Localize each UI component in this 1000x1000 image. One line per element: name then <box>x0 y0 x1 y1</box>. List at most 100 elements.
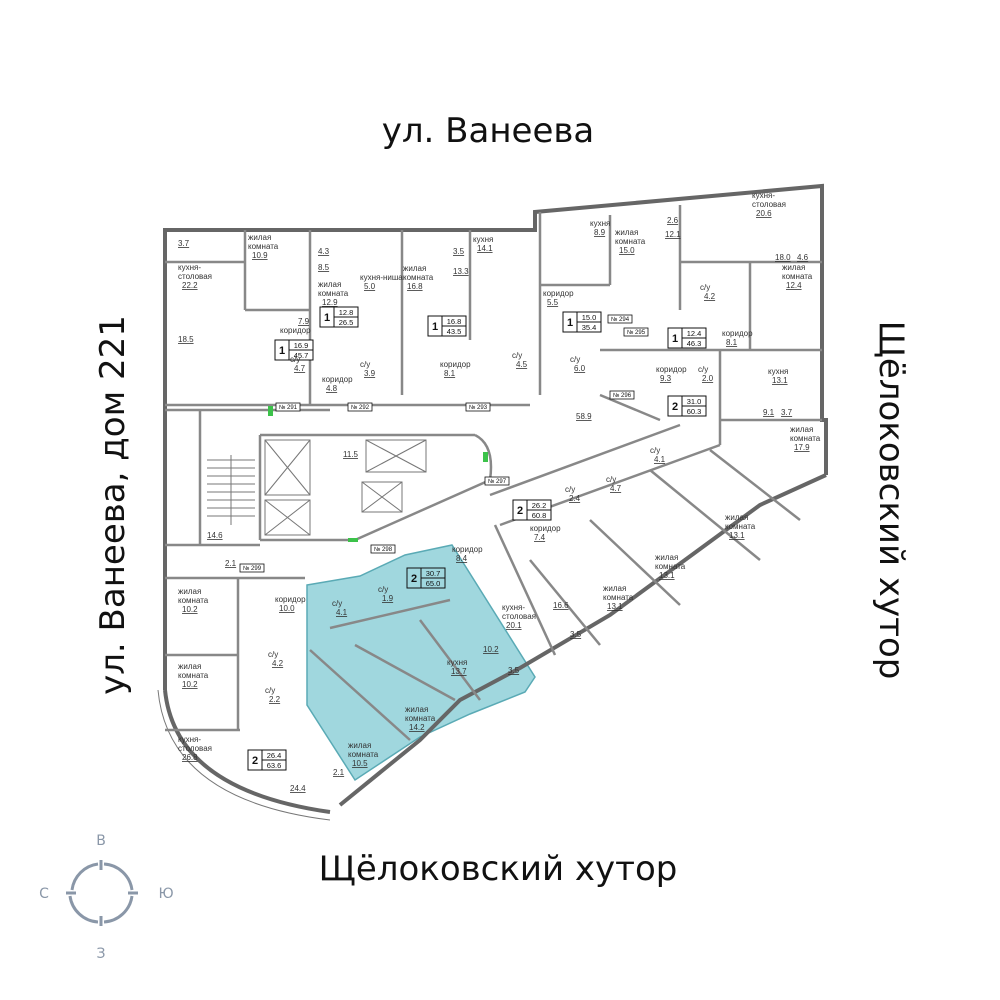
room-area: 3.5 <box>570 630 582 639</box>
living-area: 12.4 <box>687 329 702 338</box>
room-name: с/у <box>265 686 275 695</box>
room-name: с/у <box>565 485 575 494</box>
room-name: с/у <box>290 355 300 364</box>
door-number: № 296 <box>613 392 632 399</box>
room-area: 10.0 <box>279 604 295 613</box>
room-area: 26.8 <box>182 753 198 762</box>
room-area: 5.5 <box>547 298 559 307</box>
room-area: 18.0 <box>775 253 791 262</box>
room-name: жилая <box>248 233 271 242</box>
room-count: 1 <box>672 333 678 345</box>
room-label: 16.6 <box>553 601 569 610</box>
room-name: комната <box>178 671 209 680</box>
room-area: 10.2 <box>483 645 499 654</box>
room-area: 14.1 <box>477 244 493 253</box>
total-area: 26.5 <box>339 318 354 327</box>
room-label: 18.0 <box>775 253 791 262</box>
apartment-door-number: № 291 <box>275 402 301 412</box>
room-name: с/у <box>606 475 616 484</box>
room-area: 3.9 <box>364 369 376 378</box>
room-label: 13.3 <box>453 267 469 276</box>
room-label: 3.5 <box>570 630 582 639</box>
room-area: 4.6 <box>797 253 809 262</box>
room-area: 14.6 <box>207 531 223 540</box>
room-area: 3.7 <box>781 408 793 417</box>
room-name: коридор <box>543 289 574 298</box>
door-number: № 294 <box>611 316 630 323</box>
room-area: 4.7 <box>610 484 622 493</box>
room-name: комната <box>318 289 349 298</box>
door-number: № 299 <box>243 565 262 572</box>
door-number: № 293 <box>469 404 488 411</box>
room-name: комната <box>603 593 634 602</box>
living-area: 16.8 <box>447 317 462 326</box>
apartment-door-number: № 299 <box>239 563 265 573</box>
room-name: комната <box>725 522 756 531</box>
apartment-door-number: № 293 <box>465 402 491 412</box>
living-area: 16.9 <box>294 341 309 350</box>
total-area: 43.5 <box>447 327 462 336</box>
selected-apartment-highlight[interactable] <box>306 544 536 782</box>
room-label: 4.3 <box>318 247 330 256</box>
room-name: столовая <box>178 272 212 281</box>
total-area: 45.7 <box>294 351 309 360</box>
room-name: кухня <box>447 658 467 667</box>
room-name: с/у <box>650 446 660 455</box>
room-name: с/у <box>698 365 708 374</box>
room-count: 2 <box>411 573 417 585</box>
room-area: 22.2 <box>182 281 198 290</box>
room-area: 20.1 <box>506 621 522 630</box>
room-name: жилая <box>655 553 678 562</box>
room-area: 12.9 <box>322 298 338 307</box>
room-name: жилая <box>615 228 638 237</box>
room-name: кухня- <box>178 735 201 744</box>
outer-walls <box>157 183 828 821</box>
apartment-badge[interactable]: 1 16.945.7 <box>274 339 314 361</box>
room-area: 12.1 <box>665 230 681 239</box>
room-name: жилая <box>790 425 813 434</box>
compass-east: В <box>96 833 106 849</box>
room-area: 1.9 <box>382 594 394 603</box>
room-name: жилая <box>782 263 805 272</box>
room-area: 2.1 <box>333 768 345 777</box>
room-name: кухня <box>768 367 788 376</box>
living-area: 26.4 <box>267 751 282 760</box>
room-name: коридор <box>722 329 753 338</box>
living-area: 15.0 <box>582 313 597 322</box>
room-count: 1 <box>567 317 573 329</box>
room-area: 10.2 <box>182 605 198 614</box>
room-name: коридор <box>440 360 471 369</box>
room-area: 13.1 <box>729 531 745 540</box>
room-count: 1 <box>279 345 285 357</box>
room-count: 1 <box>324 312 330 324</box>
room-area: 16.6 <box>553 601 569 610</box>
